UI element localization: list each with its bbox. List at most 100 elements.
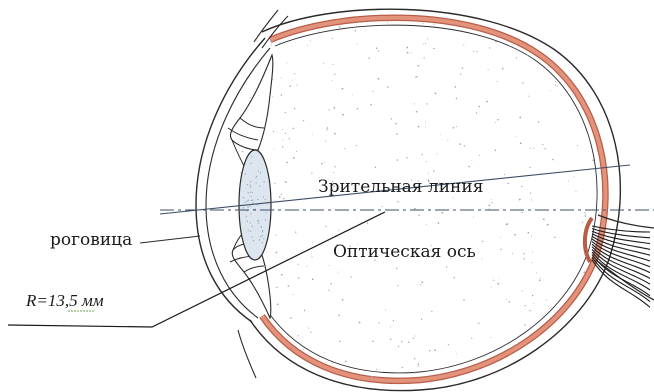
lens-dot xyxy=(248,200,249,201)
vitreous-dot xyxy=(414,208,416,210)
vitreous-dot xyxy=(545,68,546,69)
lens-dot xyxy=(256,182,257,183)
vitreous-dot xyxy=(250,97,251,98)
vitreous-dot xyxy=(479,106,481,108)
vitreous-dot xyxy=(367,222,368,223)
vitreous-dot xyxy=(281,94,283,96)
vitreous-dot xyxy=(493,277,494,278)
vitreous-dot xyxy=(551,379,553,381)
vitreous-dot xyxy=(602,138,603,139)
vitreous-dot xyxy=(270,358,271,359)
vitreous-dot xyxy=(508,377,509,378)
vitreous-dot xyxy=(390,327,391,328)
vitreous-dot xyxy=(416,76,417,77)
vitreous-dot xyxy=(334,133,336,135)
vitreous-dot xyxy=(396,268,397,269)
lens-dot xyxy=(243,207,244,208)
vitreous-dot xyxy=(278,355,280,357)
vitreous-dot xyxy=(378,50,379,51)
vitreous-dot xyxy=(429,350,430,351)
vitreous-dot xyxy=(376,47,378,49)
lens-dot xyxy=(248,230,249,231)
lens-dot xyxy=(250,187,251,188)
vitreous-dot xyxy=(391,118,392,119)
vitreous-dot xyxy=(503,29,504,30)
vitreous-dot xyxy=(245,310,247,312)
vitreous-dot xyxy=(504,27,506,29)
vitreous-dot xyxy=(535,355,536,356)
vitreous-dot xyxy=(609,49,611,51)
lens-dot xyxy=(255,177,256,178)
vitreous-dot xyxy=(288,285,290,287)
vitreous-dot xyxy=(499,278,500,279)
vitreous-dot xyxy=(486,101,488,103)
vitreous-dot xyxy=(608,332,609,333)
vitreous-dot xyxy=(418,215,419,216)
lens-dot xyxy=(263,196,264,197)
vitreous-dot xyxy=(287,62,288,63)
vitreous-dot xyxy=(359,322,361,324)
vitreous-dot xyxy=(529,167,530,168)
vitreous-dot xyxy=(539,381,540,382)
vitreous-dot xyxy=(614,182,615,183)
vitreous-dot xyxy=(526,28,527,29)
vitreous-dot xyxy=(577,145,578,146)
vitreous-dot xyxy=(271,41,273,43)
vitreous-dot xyxy=(289,85,291,87)
vitreous-dot xyxy=(500,237,501,238)
vitreous-dot xyxy=(338,229,339,230)
vitreous-dot xyxy=(440,134,441,135)
lens-dot xyxy=(246,216,247,217)
vitreous-dot xyxy=(279,42,281,44)
lens-dot xyxy=(251,200,252,201)
vitreous-dot xyxy=(274,209,275,210)
vitreous-dot xyxy=(436,153,437,154)
vitreous-dot xyxy=(276,287,277,288)
vitreous-dot xyxy=(417,366,418,367)
vitreous-dot xyxy=(283,198,284,199)
lens-dot xyxy=(261,226,262,227)
vitreous-dot xyxy=(425,43,426,44)
vitreous-dot xyxy=(411,52,412,53)
lens-dot xyxy=(251,236,252,237)
vitreous-dot xyxy=(550,90,551,91)
vitreous-dot xyxy=(584,312,585,313)
vitreous-dot xyxy=(594,330,596,332)
vitreous-dot xyxy=(425,127,426,128)
vitreous-dot xyxy=(395,123,397,125)
vitreous-dot xyxy=(407,52,409,54)
vitreous-dot xyxy=(342,114,344,116)
vitreous-dot xyxy=(295,232,296,233)
lens-dot xyxy=(265,219,266,220)
ciliary-body-upper xyxy=(230,55,272,150)
lens-dot xyxy=(263,238,264,239)
vitreous-dot xyxy=(607,76,608,77)
vitreous-dot xyxy=(290,317,291,318)
vitreous-dot xyxy=(304,310,305,311)
lens-dot xyxy=(262,242,263,243)
vitreous-dot xyxy=(422,281,424,283)
vitreous-dot xyxy=(425,122,426,123)
vitreous-dot xyxy=(387,22,388,23)
vitreous-dot xyxy=(552,159,554,161)
vitreous-dot xyxy=(446,266,447,267)
vitreous-dot xyxy=(330,283,331,284)
vitreous-dot xyxy=(562,31,563,32)
vitreous-dot xyxy=(555,373,556,374)
vitreous-dot xyxy=(294,73,295,74)
vitreous-dot xyxy=(532,262,533,263)
vitreous-dot xyxy=(296,85,297,86)
vitreous-dot xyxy=(454,86,456,88)
vitreous-dot xyxy=(459,143,461,145)
vitreous-dot xyxy=(247,379,248,380)
lens-dot xyxy=(250,185,251,186)
vitreous-dot xyxy=(506,299,507,300)
cornea-label: роговица xyxy=(50,230,132,250)
vitreous-dot xyxy=(473,217,474,218)
vitreous-dot xyxy=(303,20,305,22)
vitreous-dot xyxy=(326,129,327,130)
lens-dot xyxy=(247,201,248,202)
vitreous-dot xyxy=(493,280,494,281)
vitreous-dot xyxy=(397,159,399,161)
vitreous-dot xyxy=(438,374,439,375)
